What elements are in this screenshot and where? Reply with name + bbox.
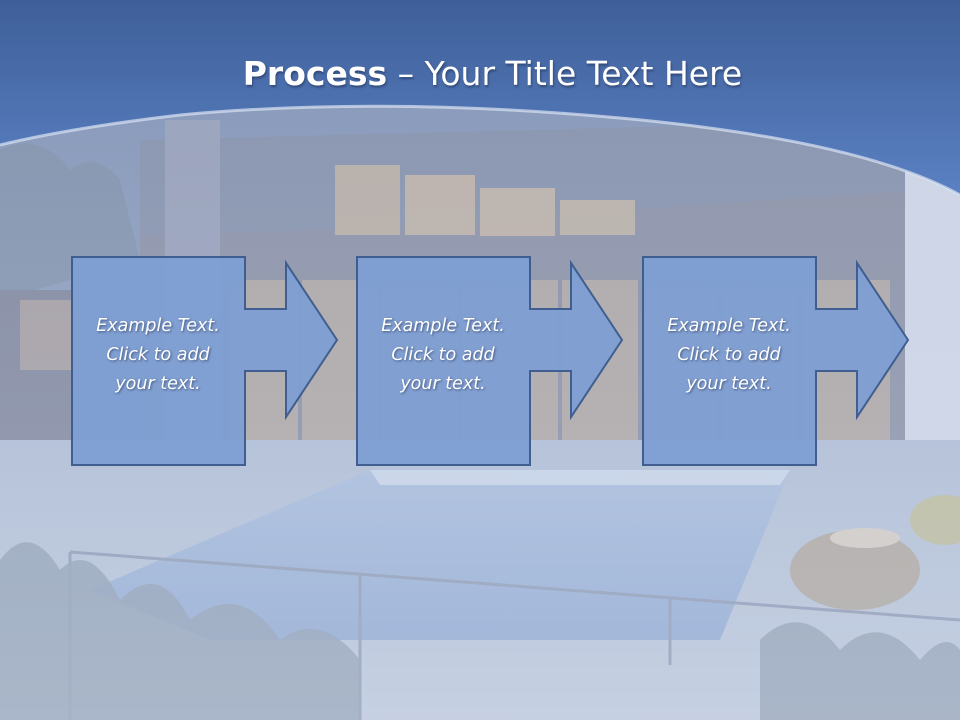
step-shape <box>356 256 624 466</box>
step-text[interactable]: Example Text. Click to add your text. <box>364 312 522 399</box>
title-rest: – Your Title Text Here <box>387 54 743 93</box>
step-line-2: Click to add <box>106 345 210 365</box>
step-line-2: Click to add <box>677 345 781 365</box>
header-band <box>0 0 960 195</box>
step-shape <box>71 256 339 466</box>
process-step-1[interactable]: Example Text. Click to add your text. <box>71 256 339 466</box>
step-line-3: your text. <box>686 374 772 394</box>
step-line-3: your text. <box>400 374 486 394</box>
step-line-1: Example Text. <box>667 316 791 336</box>
step-text[interactable]: Example Text. Click to add your text. <box>650 312 808 399</box>
step-shape <box>642 256 910 466</box>
step-line-1: Example Text. <box>381 316 505 336</box>
step-line-3: your text. <box>115 374 201 394</box>
title-bold: Process <box>242 54 388 93</box>
step-text[interactable]: Example Text. Click to add your text. <box>79 312 237 399</box>
step-line-1: Example Text. <box>96 316 220 336</box>
slide-title[interactable]: Process – Your Title Text Here <box>0 52 960 96</box>
process-step-3[interactable]: Example Text. Click to add your text. <box>642 256 910 466</box>
process-step-2[interactable]: Example Text. Click to add your text. <box>356 256 624 466</box>
step-line-2: Click to add <box>391 345 495 365</box>
